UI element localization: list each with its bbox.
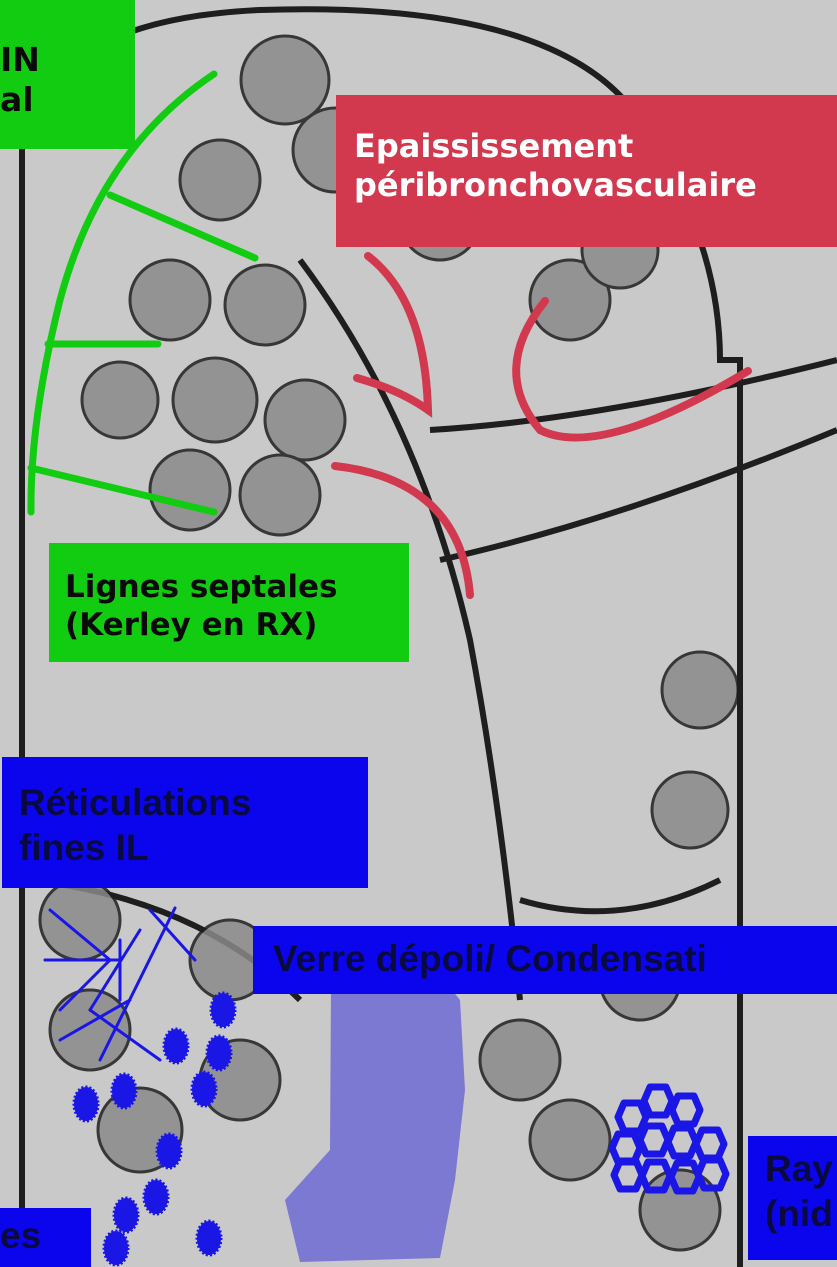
alveolus: [530, 1100, 610, 1180]
nodule: [192, 1072, 216, 1106]
alveolus: [640, 1170, 720, 1250]
label-honeycombing: Ray (nid: [748, 1136, 837, 1260]
nodule: [207, 1036, 231, 1070]
label-top-left-green: IN al: [0, 0, 135, 149]
nodule: [197, 1221, 221, 1255]
nodule: [112, 1074, 136, 1108]
nodule: [211, 993, 235, 1027]
alveolus: [480, 1020, 560, 1100]
nodule: [114, 1198, 138, 1232]
alveolus: [652, 772, 728, 848]
alveolus: [662, 652, 738, 728]
alveolus: [180, 140, 260, 220]
label-bottom-left: es: [0, 1208, 91, 1267]
label-fine-reticulations: Réticulations fines IL: [2, 757, 368, 888]
nodule: [164, 1029, 188, 1063]
alveolus: [150, 450, 230, 530]
label-peribronchovascular: Epaississement péribronchovasculaire: [336, 95, 837, 247]
alveolus: [130, 260, 210, 340]
nodule: [157, 1134, 181, 1168]
alveolus: [241, 36, 329, 124]
nodule: [104, 1231, 128, 1265]
alveolus: [265, 380, 345, 460]
alveolus: [40, 880, 120, 960]
nodule: [144, 1180, 168, 1214]
alveolus: [225, 265, 305, 345]
alveolus: [173, 358, 257, 442]
alveolus: [82, 362, 158, 438]
label-septal-lines: Lignes septales (Kerley en RX): [49, 543, 409, 662]
alveolus: [240, 455, 320, 535]
label-ground-glass: Verre dépoli/ Condensati: [253, 926, 837, 994]
nodule: [74, 1087, 98, 1121]
